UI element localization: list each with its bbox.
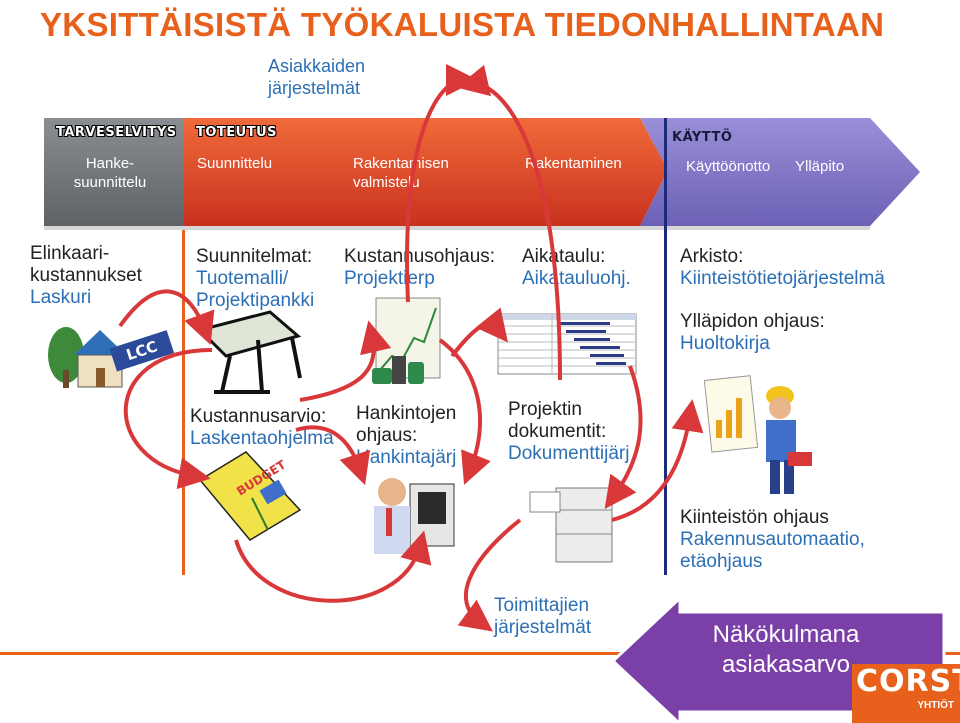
phase-kaytto-head: KÄYTTÖ [672,130,733,145]
phase-tarveselvitys-sub: Hanke- suunnittelu [73,155,147,191]
arrow-archive-to-maintenance [611,399,704,522]
arrow-gantt-to-archive [604,365,643,509]
bottom-rule [0,652,960,655]
filing-cabinet-icon [529,487,613,563]
phase-kayttoonotto: Käyttöönotto [686,158,771,175]
phase-rakentaminen: Rakentaminen [525,155,622,172]
phase-toteutus-head: TOTEUTUS [196,125,278,140]
tool-kustannusarvio: Kustannusarvio: Laskentaohjelma [190,406,334,449]
phase-rakentamisen-valmistelu: Rakentamisen valmistelu [353,155,449,191]
arrow-to-customer-2 [456,64,562,381]
phase-tarveselvitys-head: TARVESELVITYS [56,125,177,140]
corsti-logo: CORSTI YHTIÖT [852,664,960,723]
arrow-cost-to-procure [438,338,491,485]
page-title: YKSITTÄISISTÄ TYÖKALUISTA TIEDONHALLINTA… [40,6,885,43]
phase-kaytto-segment [640,118,920,226]
arrow-to-customer-1 [405,64,478,303]
divider-navy [664,118,667,575]
tool-kiinteiston: Kiinteistön ohjaus Rakennusautomaatio, e… [680,507,865,572]
tool-suunnitelmat: Suunnitelmat: Tuotemalli/ Projektipankki [196,246,315,311]
arrow-table-to-budget [123,348,213,490]
tool-projektin: Projektin dokumentit: Dokumenttijärj [508,399,630,464]
maintenance-worker-icon [703,375,812,494]
phase-toteutus-segment [184,118,668,226]
customer-value-text: Näkökulmana asiakasarvo [712,621,860,678]
customer-systems-line1: Asiakkaiden [268,56,366,76]
phase-tarveselvitys-segment [44,118,184,226]
tool-toimittajien: Toimittajien järjestelmät [494,595,592,638]
arrow-cost-to-gantt [450,307,509,358]
arrow-budget-to-computer [234,530,432,603]
drafting-table-icon [197,310,302,394]
customer-systems-line2: järjestelmät [268,78,361,98]
tool-elinkaari: Elinkaari- kustannukset Laskuri [30,243,142,308]
arrow-table-to-cost [299,320,392,402]
phase-suunnittelu: Suunnittelu [197,155,273,172]
phase-yllapito: Ylläpito [795,158,845,175]
tool-kustannusohjaus: Kustannusohjaus: Projektierp [344,246,496,289]
divider-orange [182,230,185,575]
arrow-lcc-to-table [118,289,215,345]
arrow-budget-to-procure [295,425,371,486]
tool-yllapidon: Ylläpidon ohjaus: Huoltokirja [680,311,825,354]
tool-aikataulu: Aikataulu: Aikatauluohj. [522,246,631,289]
tool-arkisto: Arkisto: Kiinteistötietojärjestelmä [680,246,885,289]
gantt-chart-icon [497,313,637,375]
customer-systems-label: Asiakkaiden järjestelmät [268,55,365,99]
arrow-docs-to-suppliers [457,518,522,632]
tool-hankintojen: Hankintojen ohjaus: Hankintajärj [356,403,457,469]
